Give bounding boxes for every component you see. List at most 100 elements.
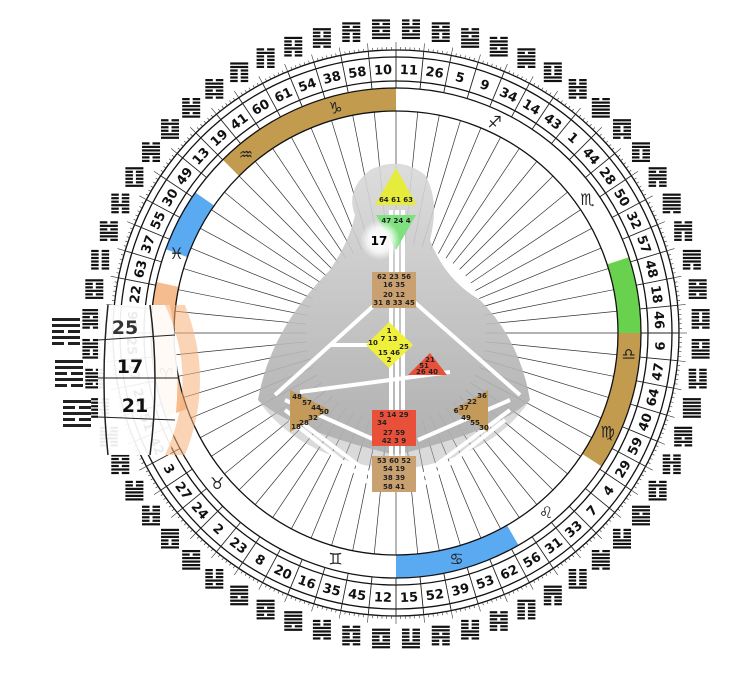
hexagram-icon [401, 19, 420, 40]
gate-number: 34 [497, 85, 520, 106]
gate-number: 53 [474, 573, 496, 593]
gate-number: 41 [228, 111, 251, 134]
throat-row-2: 16 35 [383, 281, 405, 289]
gate-number: 7 [584, 503, 601, 520]
cancer-band [396, 525, 519, 578]
gate-number: 52 [425, 587, 445, 604]
gate-number: 18 [647, 284, 664, 304]
zodiac-gemini-icon: ♊ [328, 550, 342, 569]
gate-number: 31 [542, 535, 565, 558]
zodiac-libra-icon: ♎ [621, 344, 635, 363]
solar-gate-37: 37 [459, 404, 469, 412]
spleen-gate-32: 32 [308, 414, 318, 422]
hexagram-icon [591, 98, 610, 118]
spleen-gate-18: 18 [291, 423, 301, 431]
hexagram-icon [568, 568, 587, 589]
gate-number: 47 [650, 362, 667, 382]
zodiac-leo-icon: ♌ [539, 503, 553, 522]
zodiac-sagittarius-icon: ♐ [488, 112, 502, 131]
hexagram-icon [284, 611, 303, 631]
root-center [372, 456, 416, 492]
spleen-gate-48: 48 [292, 393, 302, 401]
gate-number: 8 [252, 552, 267, 570]
solar-gate-6: 6 [454, 407, 459, 415]
lens-gate-25: 25 [112, 317, 138, 339]
hexagram-icon [682, 398, 701, 418]
gate-number: 59 [625, 435, 646, 458]
gate-number: 58 [347, 65, 367, 82]
hexagram-icon [256, 48, 275, 68]
hexagram-icon [691, 309, 710, 329]
spleen-gate-44: 44 [311, 404, 321, 412]
hexagram-icon [568, 79, 587, 99]
gate-number: 3 [160, 462, 178, 477]
g-gate-10: 10 [368, 339, 378, 347]
head-center [375, 168, 417, 205]
gate-number: 22 [128, 284, 145, 304]
gate-number: 55 [148, 209, 169, 232]
gate-number: 39 [450, 581, 471, 600]
hexagram-icon [91, 249, 110, 270]
capricorn-band [222, 88, 396, 177]
zodiac-cancer-icon: ♋ [449, 550, 463, 569]
hexagram-icon [648, 167, 667, 187]
spleen-center [290, 390, 330, 432]
hexagram-icon [674, 221, 693, 241]
gate-number: 46 [650, 311, 666, 330]
virgo-band [582, 333, 641, 467]
gate-number: 26 [424, 65, 444, 82]
gate-number: 6 [653, 341, 668, 351]
gate-number: 15 [400, 590, 419, 606]
zodiac-glyphs: ♐♏♎♍♌♋♊♉♈♓♒♑ [159, 98, 636, 568]
g-gate-7-13: 7 13 [380, 335, 397, 343]
gate-number: 54 [297, 76, 319, 96]
hexagram-icon [662, 454, 681, 475]
hexagram-icon [543, 62, 562, 83]
gate-number: 10 [374, 63, 393, 79]
sacral-center [372, 410, 416, 446]
gate-number: 4 [601, 483, 618, 499]
head-gates: 64 61 63 [379, 196, 413, 204]
hexagram-icon [489, 611, 508, 631]
libra-band [607, 257, 641, 333]
sun-glow [360, 220, 400, 260]
gate-number: 38 [322, 69, 343, 88]
hexagram-icon [662, 193, 681, 214]
g-gate-15-46: 15 46 [378, 349, 400, 357]
throat-row-4: 31 8 33 45 [373, 299, 415, 307]
g-gate-1: 1 [387, 327, 392, 335]
zodiac-scorpio-icon: ♏ [580, 190, 594, 209]
gate-number: 11 [399, 63, 418, 79]
hexagram-icon [682, 249, 701, 270]
solar-gate-36: 36 [477, 392, 487, 400]
heart-gate-26-40: 26 40 [416, 368, 438, 376]
zodiac-virgo-icon: ♍ [600, 423, 614, 442]
root-row-2: 54 19 [383, 465, 405, 473]
hexagram-icon [489, 36, 508, 57]
heart-center [408, 353, 447, 375]
hexagram-icon [612, 528, 631, 549]
hexagram-icon [517, 48, 536, 68]
solar-gate-22: 22 [467, 398, 477, 406]
hexagram-icon [230, 62, 249, 83]
hexagram-icon [543, 585, 562, 606]
hexagram-icon [688, 368, 707, 389]
gate-number: 1 [564, 130, 581, 147]
hexagram-icon [284, 36, 303, 57]
hexagram-icon [431, 22, 450, 43]
hexagram-icon [82, 338, 101, 359]
gate-number: 44 [579, 145, 602, 168]
lens-hexagrams [52, 318, 91, 427]
heart-gate-21: 21 [425, 356, 435, 364]
gate-rays [174, 111, 618, 555]
gate-number: 57 [633, 234, 653, 256]
hexagram-icon [230, 585, 249, 606]
hexagram-icon [142, 142, 161, 163]
gate-number: 23 [226, 535, 249, 558]
gate-number: 32 [623, 209, 644, 232]
pisces-band [165, 192, 215, 258]
root-row-4: 58 41 [383, 483, 405, 491]
hexagram-icon [342, 625, 361, 646]
hexagram-icon [182, 98, 201, 118]
heart-gate-51: 51 [419, 362, 429, 370]
